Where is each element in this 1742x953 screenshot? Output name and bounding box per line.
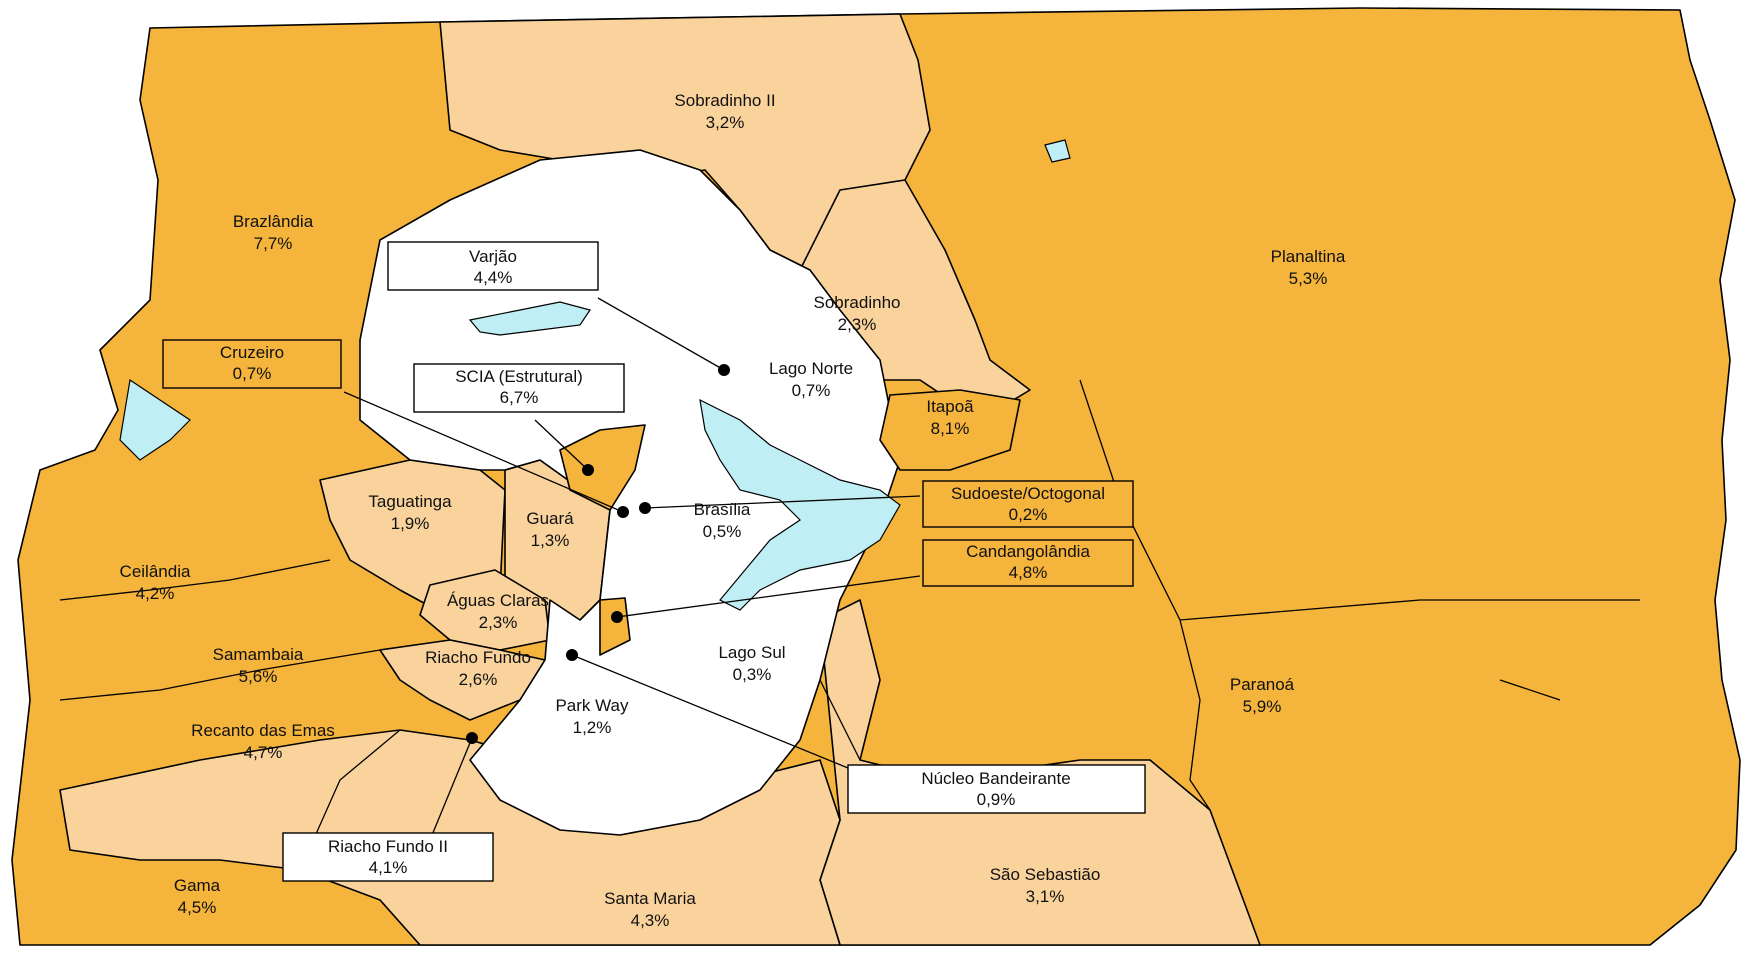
svg-text:SCIA (Estrutural)6,7%: SCIA (Estrutural)6,7% bbox=[455, 367, 583, 407]
leader-riacho-fundo-ii bbox=[429, 737, 473, 841]
boundary-lines bbox=[59, 379, 1640, 871]
svg-text:Riacho Fundo II4,1%: Riacho Fundo II4,1% bbox=[328, 837, 448, 877]
region-itapoa bbox=[879, 389, 1021, 471]
leader-varjao bbox=[597, 297, 725, 371]
lake-small bbox=[1044, 139, 1071, 163]
leader-scia bbox=[534, 419, 589, 471]
region-candangolandia bbox=[599, 597, 631, 656]
dot-candangolandia bbox=[611, 611, 623, 623]
lake-paranoa bbox=[699, 398, 901, 611]
region-aguas-claras bbox=[419, 569, 551, 651]
dot-varjao bbox=[718, 364, 730, 376]
dot-nucleo bbox=[566, 649, 578, 661]
dot-riacho-fundo-ii bbox=[466, 732, 478, 744]
lake-descoberto bbox=[119, 378, 191, 461]
dot-scia bbox=[582, 464, 594, 476]
leader-sudoeste bbox=[644, 495, 921, 509]
callout-scia: SCIA (Estrutural)6,7% bbox=[413, 363, 625, 413]
leader-cruzeiro bbox=[343, 391, 624, 513]
leader-candangolandia bbox=[616, 575, 921, 618]
leader-nucleo bbox=[571, 654, 849, 769]
lake-santa-maria bbox=[468, 301, 591, 336]
dot-cruzeiro bbox=[617, 506, 629, 518]
dot-sudoeste bbox=[639, 502, 651, 514]
region-estrutural bbox=[559, 424, 646, 511]
